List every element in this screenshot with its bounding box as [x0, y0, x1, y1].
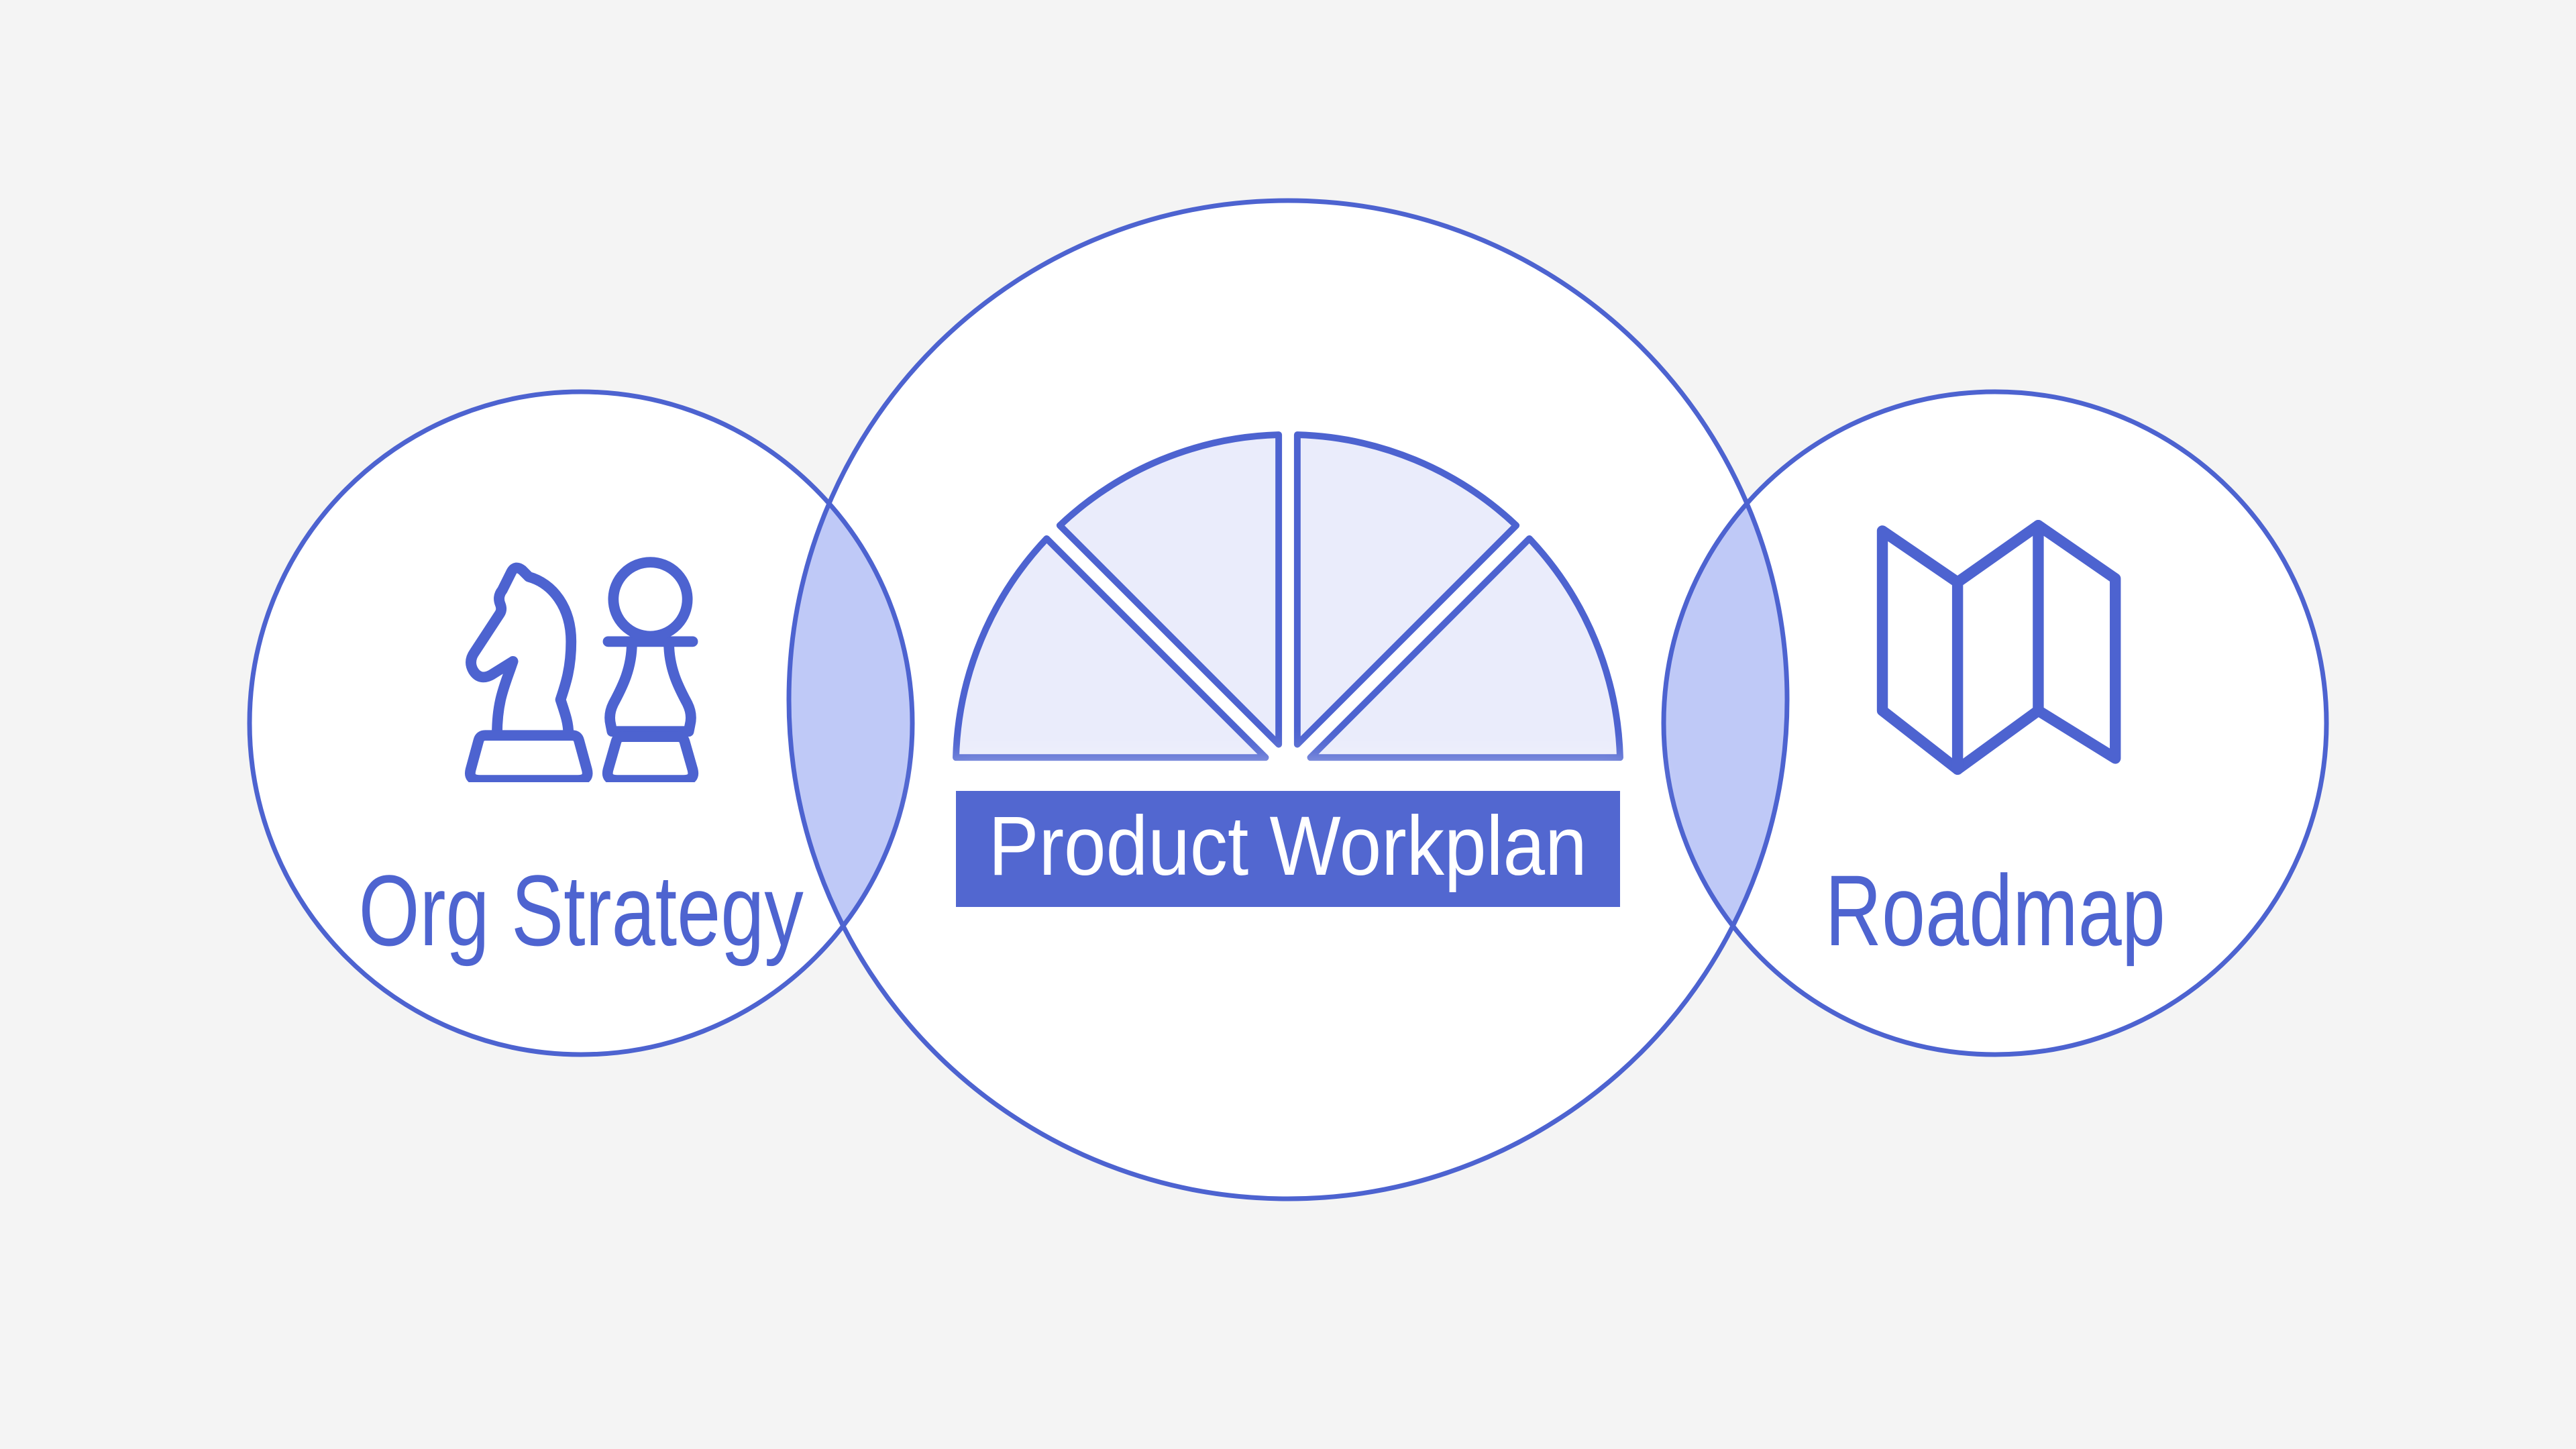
chess-pieces-icon	[465, 557, 699, 782]
overlap-right-lens	[1664, 503, 1787, 926]
product-workplan-label-box: Product Workplan	[956, 791, 1620, 907]
folded-map-icon	[1876, 520, 2121, 775]
roadmap-circle-fill	[1664, 392, 2326, 1055]
product-workplan-circle-outline	[786, 198, 1790, 1201]
fan-wedge-mid-left	[1056, 431, 1283, 748]
roadmap-circle-outline	[1661, 389, 2329, 1057]
fan-wedge-mid-right	[1293, 431, 1520, 748]
org-strategy-circle-fill	[250, 392, 912, 1055]
fan-wedge-outer-right	[1307, 535, 1623, 761]
product-workplan-circle-fill	[789, 201, 1787, 1199]
product-workplan-label-text: Product Workplan	[988, 800, 1588, 893]
org-strategy-label: Org Strategy	[279, 860, 883, 961]
org-strategy-circle-outline	[247, 389, 915, 1057]
roadmap-label: Roadmap	[1693, 860, 2297, 961]
overlap-left-lens	[789, 503, 912, 926]
fan-wedge-outer-left	[953, 535, 1269, 761]
fan-chart-icon	[953, 431, 1623, 761]
org-strategy-label-text: Org Strategy	[358, 854, 804, 967]
roadmap-label-text: Roadmap	[1825, 854, 2165, 967]
